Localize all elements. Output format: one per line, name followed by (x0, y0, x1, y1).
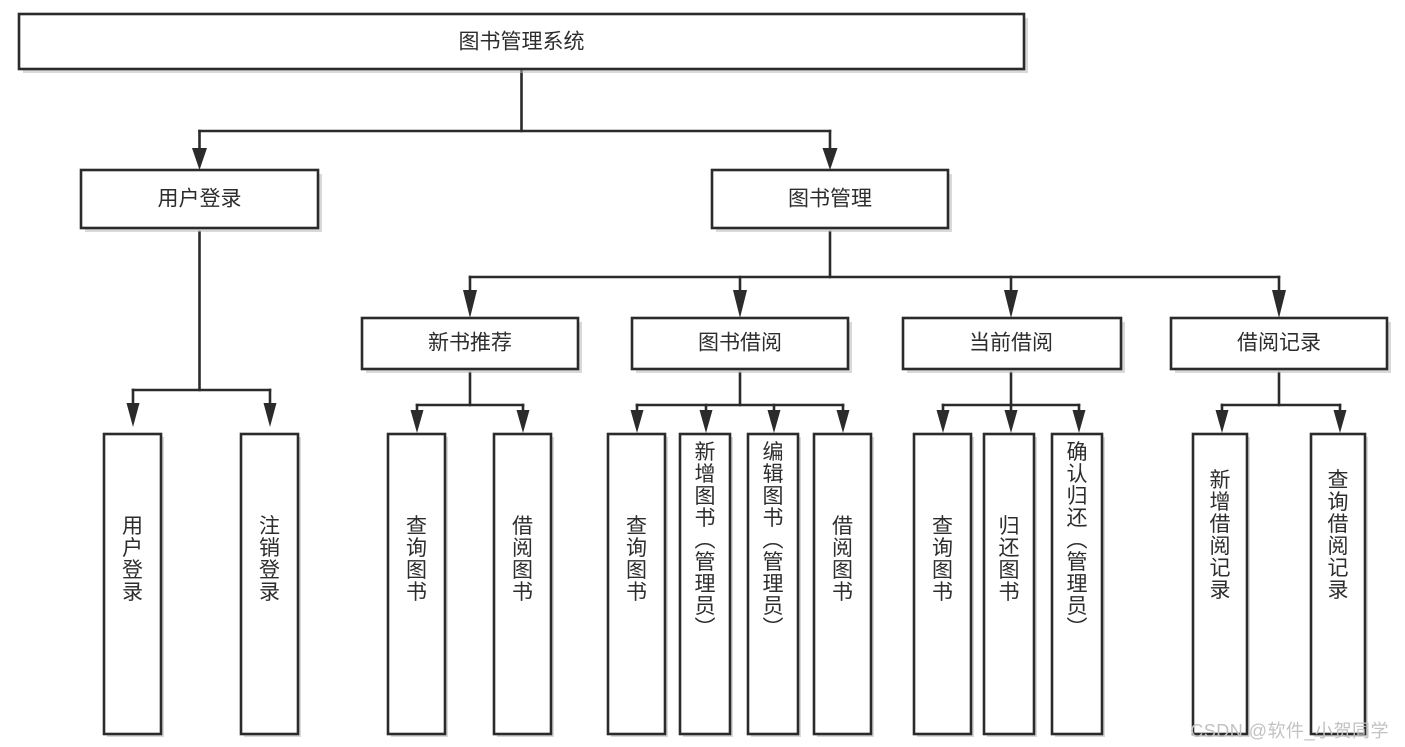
leaf-edit-book-box[interactable] (746, 432, 800, 736)
leaf-query-book-2-box[interactable] (606, 432, 667, 736)
leaf-user-logout-box[interactable] (239, 432, 300, 736)
node-book-manage-label: 图书管理 (788, 188, 872, 211)
node-book-borrow-label: 图书借阅 (698, 332, 782, 355)
leaf-user-login-box[interactable] (102, 432, 163, 736)
leaf-confirm-return-box[interactable] (1050, 432, 1104, 736)
connector-group (126, 67, 1347, 433)
arrow-head-leaf-borrow-book-2 (836, 410, 850, 433)
node-new-book-rec-box[interactable] (360, 316, 580, 371)
arrow-head-leaf-borrow-book-1 (516, 410, 530, 433)
node-current-borrow[interactable]: 当前借阅 (901, 316, 1125, 373)
node-user-login-box[interactable] (79, 168, 320, 230)
arrow-head-leaf-query-book-1 (410, 410, 424, 433)
node-user-login-label: 用户登录 (158, 188, 242, 211)
node-root-box[interactable] (17, 12, 1026, 71)
arrow-head-book-borrow (733, 290, 747, 318)
arrow-head-current-borrow (1004, 290, 1018, 318)
node-current-borrow-label: 当前借阅 (969, 332, 1053, 355)
node-borrow-record-box[interactable] (1169, 316, 1389, 371)
leaf-query-record-box[interactable] (1309, 432, 1367, 736)
arrow-head-user-login (192, 148, 207, 170)
leaf-borrow-book-2-box[interactable] (812, 432, 873, 736)
arrow-head-leaf-query-record (1333, 410, 1347, 433)
node-user-login[interactable]: 用户登录 (79, 168, 322, 232)
node-book-manage[interactable]: 图书管理 (710, 168, 952, 232)
arrow-head-leaf-confirm-return (1072, 410, 1086, 433)
arrow-head-leaf-query-book-2 (630, 410, 644, 433)
node-borrow-record[interactable]: 借阅记录 (1169, 316, 1391, 373)
arrow-head-borrow-record (1272, 290, 1286, 318)
arrow-head-book-manage (822, 148, 838, 170)
node-current-borrow-box[interactable] (901, 316, 1123, 371)
leaf-return-book-box[interactable] (982, 432, 1036, 736)
node-root[interactable]: 图书管理系统 (17, 12, 1028, 73)
node-root-label: 图书管理系统 (459, 31, 585, 54)
leaf-box-group (102, 432, 1368, 737)
node-borrow-record-label: 借阅记录 (1237, 332, 1321, 355)
arrow-head-leaf-add-record (1215, 410, 1229, 433)
leaf-add-record-box[interactable] (1191, 432, 1249, 736)
node-book-borrow-box[interactable] (630, 316, 850, 371)
arrow-head-leaf-query-book-3 (936, 410, 950, 433)
node-book-borrow[interactable]: 图书借阅 (630, 316, 852, 373)
arrow-head-leaf-add-book (699, 410, 713, 433)
node-book-manage-box[interactable] (710, 168, 950, 230)
leaf-borrow-book-1-box[interactable] (492, 432, 553, 736)
node-new-book-rec-label: 新书推荐 (428, 332, 512, 355)
arrow-head-leaf-return-book (1004, 410, 1018, 433)
arrow-head-leaf-user-login (126, 403, 140, 427)
leaf-query-book-1-box[interactable] (386, 432, 447, 736)
arrow-head-leaf-user-logout (263, 403, 277, 427)
node-new-book-rec[interactable]: 新书推荐 (360, 316, 582, 373)
leaf-add-book-box[interactable] (678, 432, 732, 736)
leaf-query-book-3-box[interactable] (912, 432, 973, 736)
arrow-head-leaf-edit-book (767, 410, 781, 433)
arrow-head-new-book-rec (463, 290, 477, 318)
